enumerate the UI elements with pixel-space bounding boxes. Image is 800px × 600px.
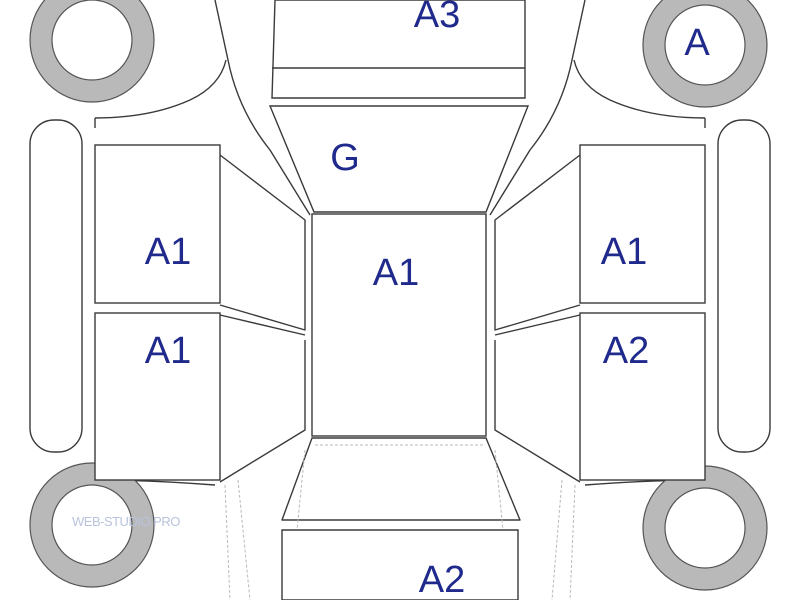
right-rear-door-panel <box>579 144 706 304</box>
wheel-front-left <box>29 462 155 588</box>
wheel-rear-right <box>642 0 768 108</box>
right-side-sill <box>717 119 771 453</box>
label-right-rear-door: A1 <box>601 231 647 273</box>
left-side-sill <box>29 119 83 453</box>
label-front-hood: A2 <box>419 559 465 600</box>
label-roof: A1 <box>373 252 419 294</box>
wheel-front-right <box>642 465 768 591</box>
label-left-front-door: A1 <box>145 330 191 372</box>
right-front-door-panel <box>579 312 706 481</box>
label-left-rear-door: A1 <box>145 231 191 273</box>
left-rear-door-panel <box>94 144 221 304</box>
rear-trunk-panel <box>271 0 526 99</box>
front-hood-panel <box>281 529 519 600</box>
label-rear-top: A3 <box>414 0 460 36</box>
label-rear-window: G <box>330 137 360 179</box>
label-right-front-door: A2 <box>603 330 649 372</box>
roof-panel <box>311 213 487 437</box>
watermark-text: WEB-STUDIO.PRO <box>72 514 180 529</box>
left-front-door-panel <box>94 312 221 481</box>
label-rear-wheel-right: A <box>684 22 710 64</box>
rear-window-panel <box>268 105 530 213</box>
wheel-rear-left <box>29 0 155 103</box>
